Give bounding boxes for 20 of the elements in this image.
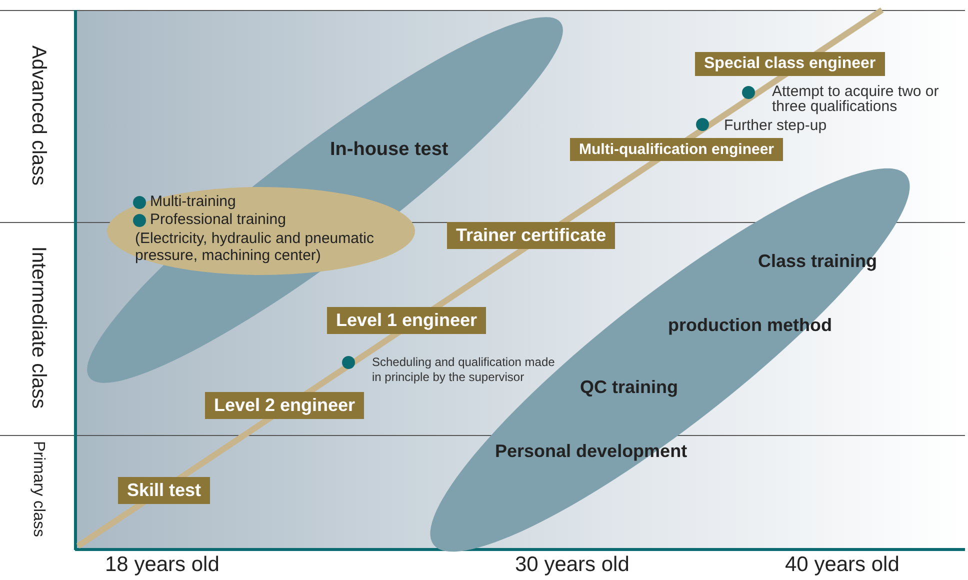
ellipse-text: Professional training: [150, 211, 286, 228]
row-label: Intermediate class: [26, 245, 50, 411]
level-badge: Skill test: [118, 477, 210, 504]
ellipse-label: In-house test: [330, 139, 448, 161]
note-text: Scheduling and qualification made in principle by the supervisor: [372, 355, 556, 385]
level-badge: Level 1 engineer: [327, 307, 486, 334]
level-badge: Level 2 engineer: [205, 392, 364, 419]
note-text: Attempt to acquire two or three qualifications: [772, 84, 940, 114]
level-badge: Multi-qualification engineer: [570, 138, 784, 161]
ellipse-label: QC training: [580, 377, 678, 398]
level-badge: Special class engineer: [695, 52, 885, 76]
ellipse-text: Multi-training: [150, 193, 236, 210]
row-label: Advanced class: [26, 44, 50, 188]
level-badge: Trainer certificate: [447, 222, 616, 249]
axis-label: 40 years old: [785, 553, 900, 577]
ellipse-text: (Electricity, hydraulic and pneumatic pressure, machining center): [135, 230, 375, 264]
row-label: Primary class: [29, 440, 47, 539]
axis-label: 18 years old: [105, 553, 220, 577]
note-text: Further step-up: [724, 117, 827, 134]
axis-label: 30 years old: [515, 553, 630, 577]
